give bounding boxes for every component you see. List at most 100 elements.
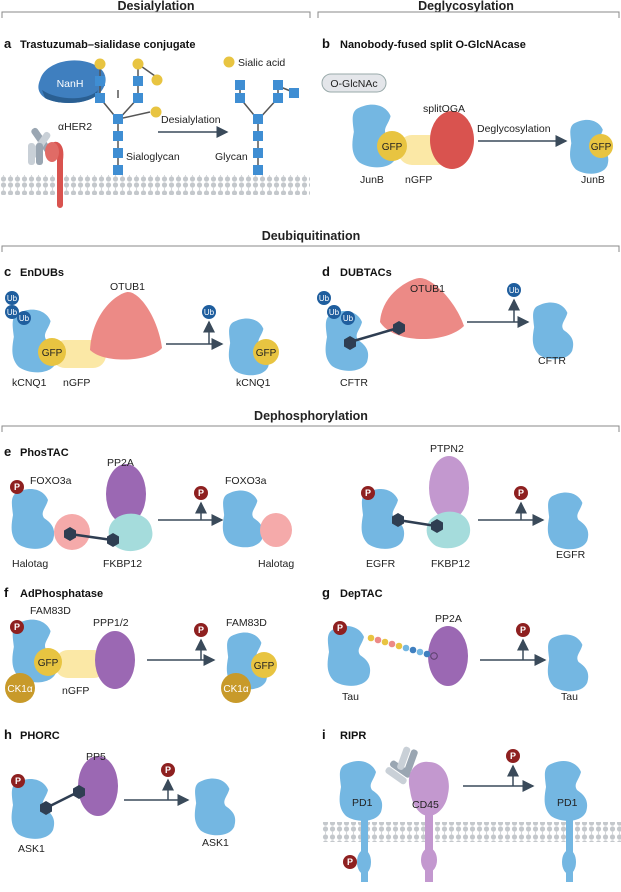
svg-text:P: P	[510, 751, 516, 761]
svg-text:Tau: Tau	[561, 691, 578, 703]
oglcnac-tag	[321, 73, 387, 93]
phospho-released-h	[161, 763, 175, 777]
gfp-f2	[251, 652, 277, 678]
svg-text:OTUB1: OTUB1	[410, 283, 445, 295]
panel-g: g DepTAC P PP2A Tau P Tau	[322, 585, 589, 703]
splitoga	[430, 111, 474, 169]
svg-text:FOXO3a: FOXO3a	[225, 475, 267, 487]
svg-text:g: g	[322, 585, 330, 600]
section-header-dephosphorylation: Dephosphorylation	[1, 409, 620, 432]
svg-text:GFP: GFP	[38, 658, 59, 669]
svg-text:GFP: GFP	[254, 661, 275, 672]
svg-text:h: h	[4, 727, 12, 742]
svg-text:CK1α: CK1α	[7, 684, 32, 695]
svg-text:P: P	[337, 623, 343, 633]
phostac-linker	[64, 527, 119, 547]
svg-text:Halotag: Halotag	[12, 558, 48, 570]
sialic-acid-legend-dot	[223, 56, 235, 68]
svg-text:GFP: GFP	[42, 348, 63, 359]
pd1-protein-2	[544, 761, 588, 821]
svg-text:GFP: GFP	[256, 348, 277, 359]
deptac-peptide	[367, 634, 438, 660]
ub-chain-d: Ub Ub Ub	[317, 291, 355, 325]
svg-text:P: P	[165, 765, 171, 775]
svg-text:splitOGA: splitOGA	[423, 103, 465, 115]
glycan-tree	[235, 80, 299, 175]
svg-text:FKBP12: FKBP12	[103, 558, 142, 570]
phospho-released-f	[194, 623, 208, 637]
svg-text:EGFR: EGFR	[366, 558, 396, 570]
dubtac-linker	[344, 321, 405, 350]
svg-text:P: P	[347, 857, 353, 867]
svg-text:Glycan: Glycan	[215, 151, 248, 163]
svg-text:Ub: Ub	[204, 308, 215, 317]
svg-text:Ub: Ub	[509, 286, 520, 295]
svg-text:Sialoglycan: Sialoglycan	[126, 151, 180, 163]
svg-text:CK1α: CK1α	[223, 684, 248, 695]
svg-text:Deubiquitination: Deubiquitination	[262, 229, 361, 243]
svg-text:Ub: Ub	[7, 308, 18, 317]
svg-text:GFP: GFP	[591, 142, 612, 153]
ripr-antibody	[385, 746, 418, 785]
ub-chain-c: Ub Ub Ub	[5, 291, 31, 325]
svg-text:Ub: Ub	[319, 294, 330, 303]
svg-text:PhosTAC: PhosTAC	[20, 447, 69, 459]
svg-text:Halotag: Halotag	[258, 558, 294, 570]
otub1-c	[90, 292, 162, 360]
svg-text:P: P	[365, 488, 371, 498]
svg-text:FAM83D: FAM83D	[226, 617, 267, 629]
svg-text:Ub: Ub	[19, 314, 30, 323]
svg-text:DUBTACs: DUBTACs	[340, 267, 392, 279]
foxo3a-protein-2	[222, 490, 264, 548]
svg-text:CFTR: CFTR	[538, 355, 566, 367]
svg-text:PHORC: PHORC	[20, 730, 60, 742]
gfp-c2	[253, 339, 279, 365]
phostac-linker-2	[392, 513, 443, 533]
svg-text:Tau: Tau	[342, 691, 359, 703]
pd1-protein	[339, 761, 383, 821]
phospho-i	[343, 855, 357, 869]
sialoglycan-tree	[94, 58, 163, 175]
svg-text:c: c	[4, 264, 11, 279]
panel-f: f AdPhosphatase P FAM83D GFP CK1α PPP1/2…	[4, 585, 277, 703]
svg-text:PD1: PD1	[557, 797, 578, 809]
svg-text:Dephosphorylation: Dephosphorylation	[254, 409, 368, 423]
gfp-c	[38, 338, 66, 366]
panel-a: a Trastuzumab–sialidase conjugate αHER2 …	[0, 36, 310, 208]
svg-text:f: f	[4, 585, 9, 600]
halotag-2	[260, 513, 292, 547]
ub-released-d	[507, 283, 521, 297]
gfp-b2	[589, 134, 613, 158]
svg-text:AdPhosphatase: AdPhosphatase	[20, 588, 103, 600]
svg-text:CD45: CD45	[412, 799, 439, 811]
ck1a-f	[5, 673, 35, 703]
svg-text:NanH: NanH	[57, 78, 84, 90]
svg-text:O-GlcNAc: O-GlcNAc	[330, 78, 377, 90]
panel-e: e PhosTAC P FOXO3a PP2A Halotag FKBP12 P…	[4, 443, 589, 570]
svg-text:Nanobody-fused split O-GlcNAca: Nanobody-fused split O-GlcNAcase	[340, 39, 526, 51]
svg-text:PP5: PP5	[86, 751, 106, 763]
tau-protein	[327, 626, 371, 686]
cftr-protein-2	[532, 302, 574, 360]
phospho-e2	[361, 486, 375, 500]
panel-b: b Nanobody-fused split O-GlcNAcase O-Glc…	[321, 36, 613, 186]
svg-text:EnDUBs: EnDUBs	[20, 267, 64, 279]
svg-text:OTUB1: OTUB1	[110, 281, 145, 293]
svg-text:RIPR: RIPR	[340, 730, 366, 742]
svg-text:e: e	[4, 444, 11, 459]
svg-text:FAM83D: FAM83D	[30, 605, 71, 617]
tau-protein-2	[547, 634, 589, 692]
svg-text:PP2A: PP2A	[435, 613, 462, 625]
ppp12	[95, 631, 135, 689]
panel-d: d DUBTACs Ub Ub Ub OTUB1 CFTR Ub CFTR	[317, 264, 574, 389]
ngfp-f	[55, 650, 107, 678]
svg-text:ASK1: ASK1	[18, 843, 45, 855]
svg-text:CFTR: CFTR	[340, 377, 368, 389]
svg-text:Deglycosylation: Deglycosylation	[477, 123, 551, 135]
phospho-released-g	[516, 623, 530, 637]
phorc-linker	[40, 785, 85, 815]
svg-text:JunB: JunB	[581, 174, 605, 186]
svg-text:PP2A: PP2A	[107, 457, 134, 469]
phospho-e	[10, 480, 24, 494]
phospho-released-i	[506, 749, 520, 763]
